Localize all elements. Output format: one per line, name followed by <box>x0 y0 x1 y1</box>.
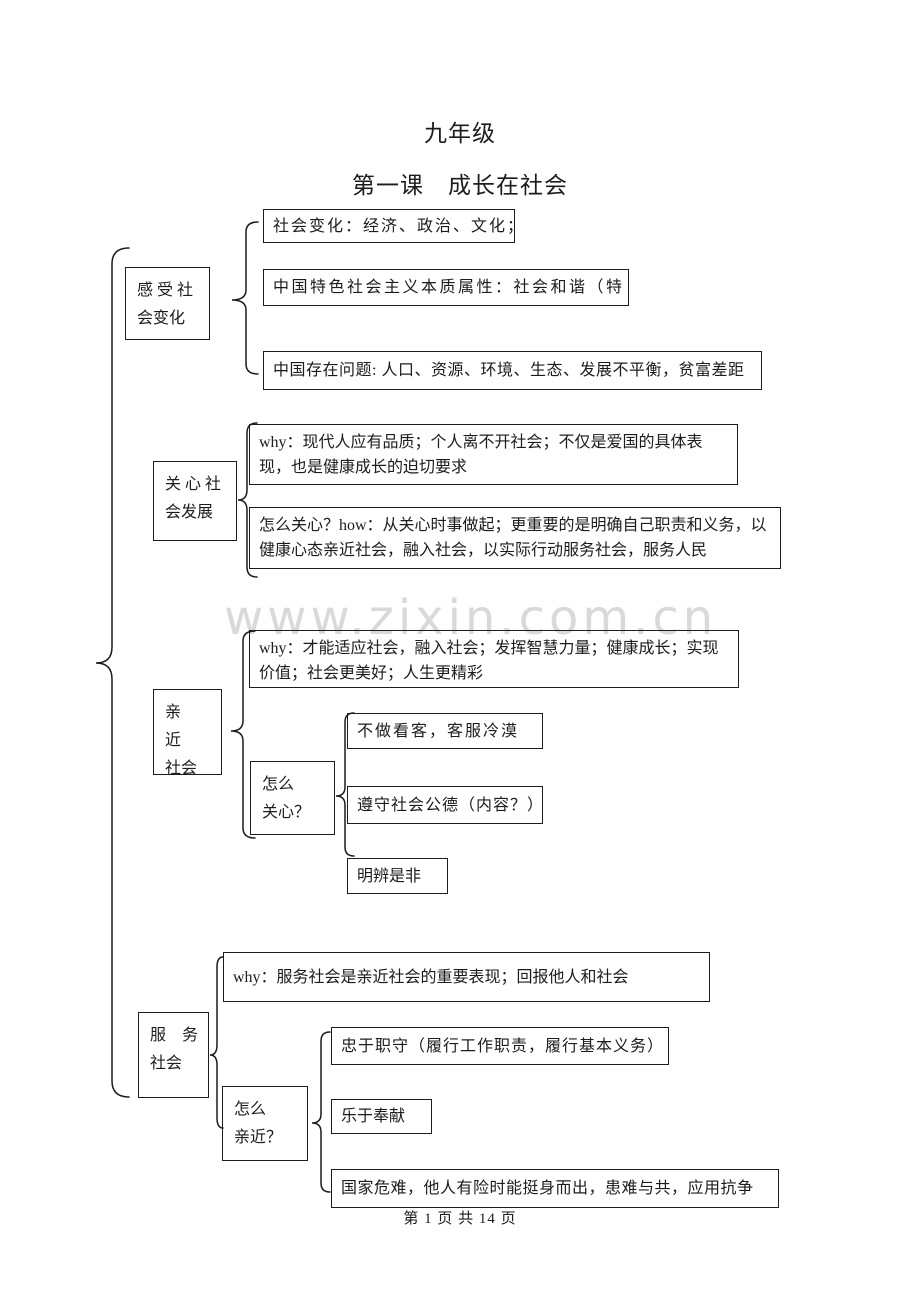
brace-section-3 <box>230 630 256 839</box>
node-why-serve: why：服务社会是亲近社会的重要表现；回报他人和社会 <box>223 952 710 1002</box>
node-why-get-close: why：才能适应社会，融入社会；发挥智慧力量；健康成长；实现价值；社会更美好；人… <box>249 630 739 688</box>
node-socialism-essence: 中国特色社会主义本质属性：社会和谐（特 <box>263 269 629 306</box>
brace-section-2 <box>237 422 258 578</box>
brace-root <box>95 247 130 1098</box>
node-national-crisis: 国家危难，他人有险时能挺身而出，患难与共，应用抗争 <box>331 1169 779 1208</box>
node-china-problems: 中国存在问题: 人口、资源、环境、生态、发展不平衡，贫富差距 <box>263 351 762 390</box>
node-feel-social-change: 感 受 社 会变化 <box>125 267 210 340</box>
brace-section-4 <box>209 956 224 1129</box>
node-why-care: why：现代人应有品质；个人离不开社会；不仅是爱国的具体表现，也是健康成长的迫切… <box>249 424 738 485</box>
node-distinguish-right-wrong: 明辨是非 <box>347 858 448 894</box>
node-social-morality: 遵守社会公德（内容？） <box>347 786 543 824</box>
node-how-get-close-question: 怎么 亲近？ <box>222 1086 308 1161</box>
node-serve-society: 服 务 社会 <box>138 1012 209 1098</box>
node-no-bystander: 不做看客，客服冷漠 <box>347 713 543 749</box>
brace-how-serve <box>311 1031 331 1193</box>
node-devotion-to-duty: 忠于职守（履行工作职责，履行基本义务） <box>331 1027 669 1065</box>
page-number-footer: 第 1 页 共 14 页 <box>403 1211 517 1227</box>
watermark-text: www.zixin.com.cn <box>224 590 718 646</box>
lesson-title: 第一课 成长在社会 <box>352 173 568 198</box>
node-care-social-development: 关 心 社 会发展 <box>153 461 237 541</box>
node-willing-dedication: 乐于奉献 <box>331 1099 432 1134</box>
node-how-care: 怎么关心？how：从关心时事做起；更重要的是明确自己职责和义务，以健康心态亲近社… <box>249 507 781 569</box>
node-get-close-society: 亲 近 社会 <box>153 689 222 777</box>
node-how-care-question: 怎么 关心？ <box>250 761 335 835</box>
brace-how-care <box>335 712 355 857</box>
brace-section-1 <box>231 221 259 375</box>
node-social-changes: 社会变化：经济、政治、文化； <box>263 209 523 243</box>
page-title: 九年级 <box>424 121 496 146</box>
